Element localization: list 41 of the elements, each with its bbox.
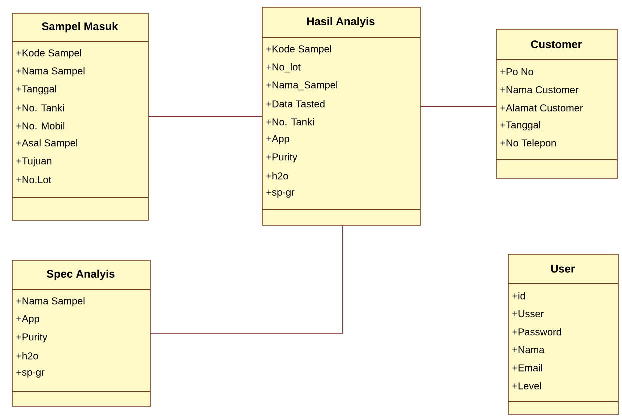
attribute-text: +Nama_Sampel [266,81,338,91]
attribute-text: +Nama [512,346,545,354]
connector-line [420,106,496,108]
class-title: User [551,265,576,273]
attribute-text: +Po No [500,68,534,76]
attribute-text: +Data Tasted [266,100,325,108]
attribute-text: +No Telepon [500,139,556,149]
attribute-text: +Email [512,364,542,372]
attribute-text: +h2o [266,172,288,180]
attribute-text: +App [266,136,290,144]
attribute-text: +Tujuan [16,157,52,167]
attribute-text: +No.Lot [16,176,52,184]
connector-line [148,116,262,118]
attribute-text: +Alamat Customer [500,104,584,112]
attribute-text: +Purity [16,333,48,343]
attribute-text: +Nama Customer [500,86,579,94]
attribute-text: +No_lot [266,63,301,73]
attribute-text: +No. Tanki [266,118,314,126]
attribute-text: +Tanggal [16,85,56,95]
attribute-text: +Usser [512,310,544,318]
attribute-text: +Level [512,382,542,390]
class-title: Spec Analyis [47,270,115,280]
class-title: Hasil Analyis [308,17,375,28]
attribute-text: +Nama Sampel [16,297,85,307]
attribute-text: +No. Mobil [16,122,65,130]
attribute-text: +id [512,292,526,300]
attribute-text: +Nama Sampel [16,67,85,77]
attribute-text: +h2o [16,352,38,360]
class-title: Customer [531,40,582,48]
class-title: Sampel Masuk [42,22,118,33]
attribute-text: +No. Tanki [16,104,64,112]
attribute-text: +App [16,316,40,324]
attribute-text: +Kode Sampel [266,45,332,55]
attribute-text: +Password [512,328,562,336]
attribute-text: +Purity [266,153,298,163]
connector-line [150,225,344,334]
attribute-text: +sp-gr [16,370,45,378]
attribute-text: +Kode Sampel [16,49,82,59]
attribute-text: +sp-gr [266,190,295,198]
attribute-text: +Tanggal [500,121,540,131]
attribute-text: +Asal Sampel [16,139,78,149]
